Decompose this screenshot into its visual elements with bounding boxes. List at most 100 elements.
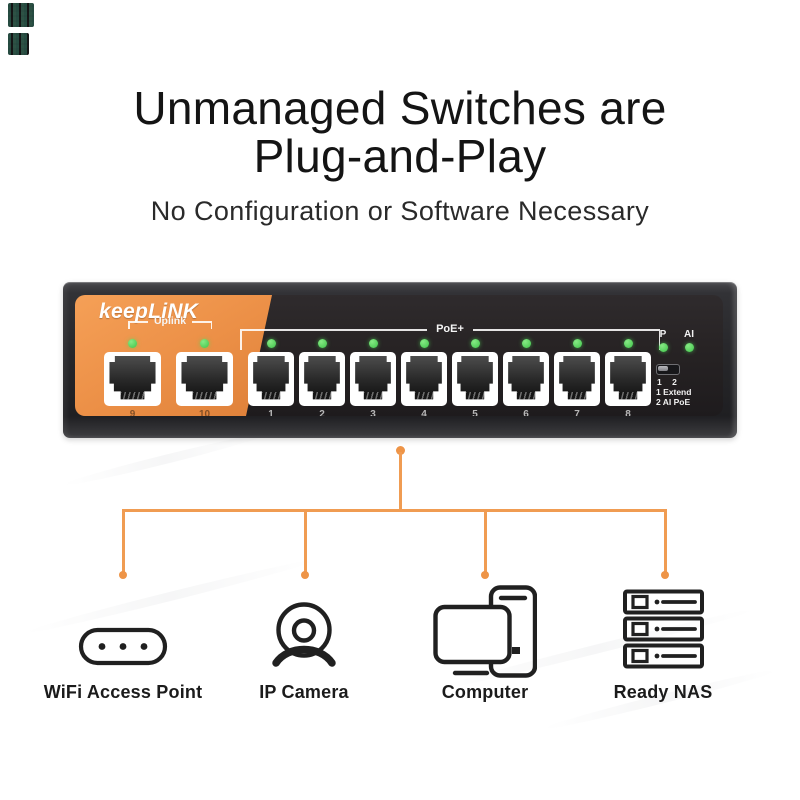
bracket-line [241,329,428,331]
rj45-jack [181,356,228,400]
tree-drop-line [663,509,667,572]
ethernet-port-10: 10 [176,339,233,416]
device-label: Ready NAS [613,682,713,702]
ai-led-label: AI [684,329,694,340]
rj45-port [554,352,600,406]
tree-horizontal-line [121,509,667,512]
tree-end-dot [119,571,127,579]
port-number: 2 [319,409,325,417]
tree-end-dot [661,571,669,579]
rj45-pins [363,391,383,400]
port-number: 4 [421,409,427,417]
ethernet-port-6: 6 [503,339,549,416]
rj45-port [401,352,447,406]
ethernet-port-3: 3 [350,339,396,416]
ip-camera-icon [272,602,336,667]
rj45-jack [355,356,391,400]
rj45-jack [304,356,340,400]
p-led-label: P [659,329,667,340]
bracket-line [129,321,148,323]
led-indicator [317,339,327,348]
dip-mode-1: 1 Extend [656,387,692,397]
device-ip-camera: IP Camera [209,578,399,702]
tree-end-dot [301,571,309,579]
computer-icon [433,585,537,678]
tree-root-dot [396,445,405,455]
poe-group-bracket: PoE+ [240,323,660,350]
ethernet-port-9: 9 [104,339,161,416]
rj45-port [299,352,345,406]
network-switch: keepLiNK Uplink PoE+ 9 10 [63,282,737,438]
device-label: Computer [441,682,529,702]
bracket-line [192,321,211,323]
rj45-pins [191,391,218,400]
led-indicator [128,339,137,348]
led-indicator [368,339,378,348]
ready-nas-icon [623,589,704,669]
tree-drop-line [121,509,125,572]
device-computer: Computer [390,578,580,702]
corner-artifact [8,3,34,27]
rj45-port [248,352,294,406]
title-line-1: Unmanaged Switches are [133,82,667,134]
rj45-port [452,352,498,406]
led-indicator [419,339,429,348]
port-number: 8 [625,409,631,417]
led-indicator [521,339,531,348]
ethernet-port-8: 8 [605,339,651,416]
rj45-jack [508,356,544,400]
rj45-jack [109,356,156,400]
rj45-pins [618,391,638,400]
port-number: 6 [523,409,529,417]
poe-group-label: PoE+ [436,323,464,335]
rj45-jack [610,356,646,400]
switch-faceplate: keepLiNK Uplink PoE+ 9 10 [75,295,723,416]
rj45-port [350,352,396,406]
uplink-group-bracket: Uplink [128,315,212,329]
rj45-port [176,352,233,406]
rj45-pins [261,391,281,400]
port-number: 1 [268,409,274,417]
uplink-group-label: Uplink [153,315,187,327]
rj45-jack [559,356,595,400]
page-title: Unmanaged Switches are Plug-and-Play [0,84,800,180]
wifi-access-point-icon [78,627,168,666]
port-number: 10 [198,409,211,417]
corner-artifact [8,33,29,55]
p-led [655,343,671,356]
ethernet-port-1: 1 [248,339,294,416]
led-indicator [623,339,633,348]
dip-mode-2: 2 AI PoE [656,397,691,407]
led-indicator [200,339,209,348]
dip-positions: 1 2 [657,377,681,387]
rj45-pins [414,391,434,400]
device-label: WiFi Access Point [43,682,203,702]
rj45-pins [312,391,332,400]
rj45-pins [567,391,587,400]
tree-drop-line [303,509,307,572]
tree-stem-line [399,452,402,510]
bracket-line [472,329,659,331]
rj45-pins [465,391,485,400]
port-number: 9 [129,409,136,417]
page-subtitle: No Configuration or Software Necessary [150,196,650,226]
rj45-jack [253,356,289,400]
background-streak [62,429,268,490]
rj45-jack [457,356,493,400]
rj45-port [605,352,651,406]
led-indicator [266,339,276,348]
ai-led [681,343,697,356]
dip-knob [658,366,668,371]
port-number: 3 [370,409,376,417]
ethernet-port-2: 2 [299,339,345,416]
dip-switch-icon [656,364,680,375]
tree-drop-line [483,509,487,572]
status-cluster: P AI 1 2 1 Extend 2 AI PoE [653,329,713,407]
title-line-2: Plug-and-Play [253,130,547,182]
device-label: IP Camera [259,682,349,702]
rj45-pins [516,391,536,400]
ethernet-port-7: 7 [554,339,600,416]
led-indicator [470,339,480,348]
led-indicator [572,339,582,348]
rj45-jack [406,356,442,400]
